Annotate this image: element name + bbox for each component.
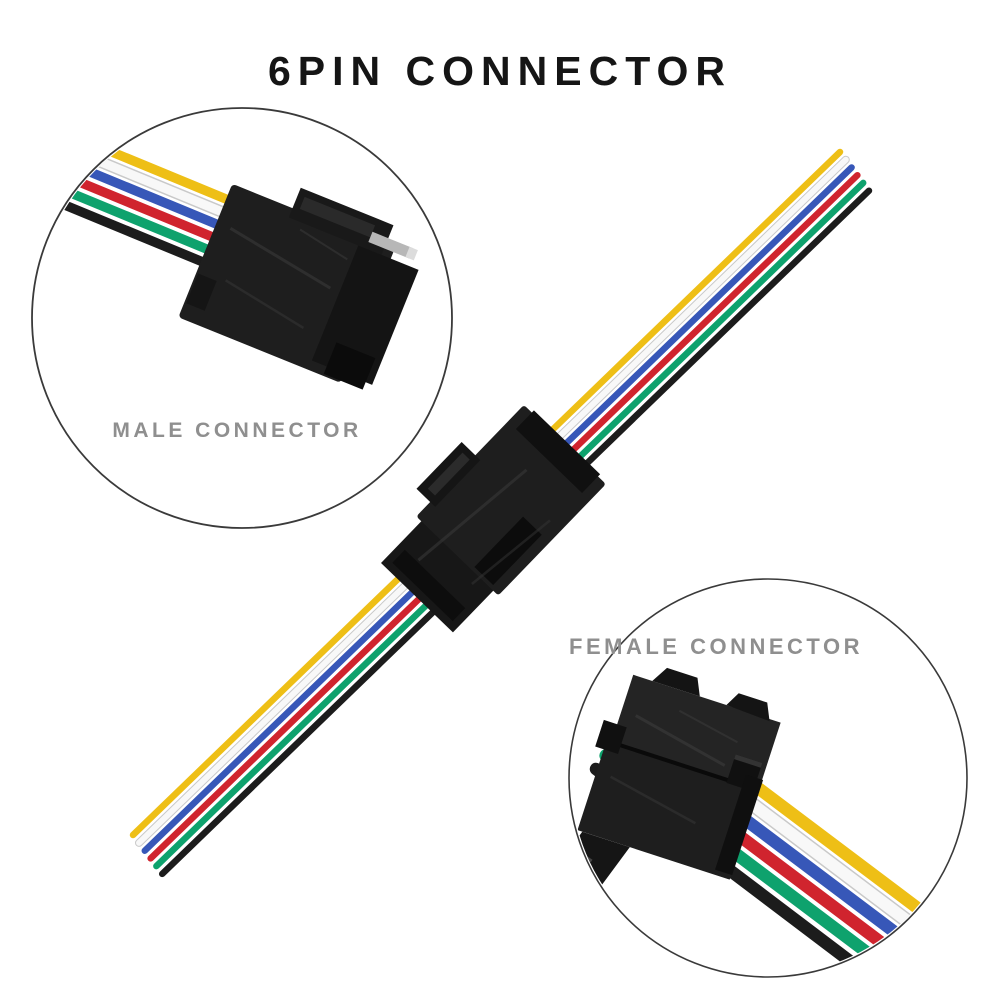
center-connector-cap: [515, 410, 601, 493]
female-connector-inset: FEMALE CONNECTOR: [568, 578, 968, 978]
male-connector-inset: MALE CONNECTOR: [31, 107, 453, 529]
female-connector: [571, 667, 781, 886]
center-connector: [381, 406, 605, 633]
female-latch-ramp: [652, 667, 700, 697]
page-title: 6PIN CONNECTOR: [267, 48, 733, 94]
male-connector-label: MALE CONNECTOR: [112, 419, 361, 442]
male-metal-pin: [368, 231, 414, 259]
female-side-tab: [595, 719, 627, 754]
center-connector-rear: [381, 506, 508, 633]
male-bottom-slot: [323, 342, 376, 390]
female-connector-label: FEMALE CONNECTOR: [569, 634, 863, 659]
male-connector: [179, 184, 419, 390]
female-latch-ramp: [726, 693, 770, 722]
